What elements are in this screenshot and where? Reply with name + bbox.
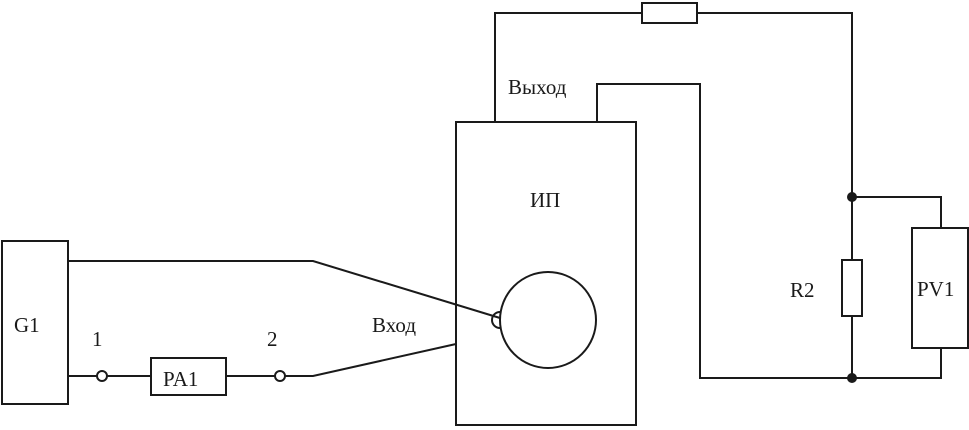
wire-g1-to-sensor [68,260,501,319]
resistor-r2-box [841,259,863,317]
junction-node-bottom [847,373,857,383]
input-label: Вход [372,313,416,337]
ammeter-pa1-label: PA1 [163,367,198,391]
sensor-connector-arc [491,311,501,329]
wire-output-bottom [596,83,852,379]
resistor-r2-label: R2 [790,278,815,302]
wire-output-top [494,12,642,122]
wire-top-to-node [697,12,853,197]
device-sensor-circle [499,271,597,369]
junction-node-top [847,192,857,202]
device-ip-box [455,121,637,426]
terminal-2-label: 2 [267,327,278,351]
terminal-1-label: 1 [92,327,103,351]
device-ip-label: ИП [530,188,560,212]
terminal-2 [274,370,286,382]
wire-terminal-2-to-input [285,343,457,377]
resistor-top-box [641,2,698,24]
wire-pv1-to-node-bottom [852,348,942,379]
voltmeter-pv1-label: PV1 [917,277,954,301]
wire-node-to-pv1-top [852,196,942,228]
output-label: Выход [508,75,567,99]
generator-g1-label: G1 [14,313,40,337]
generator-g1-box [1,240,69,405]
terminal-1 [96,370,108,382]
